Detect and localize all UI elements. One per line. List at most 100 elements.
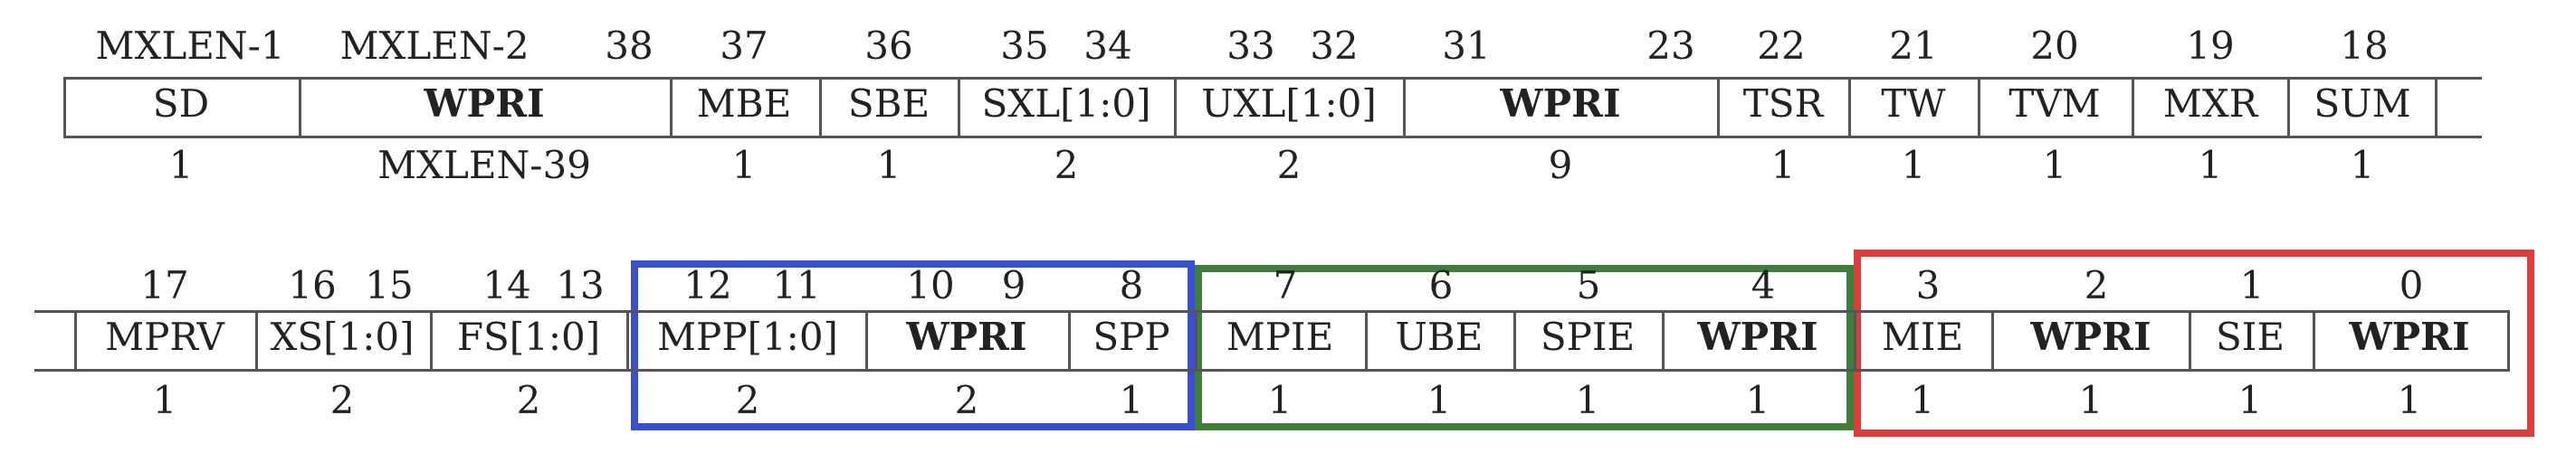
row1-divider [63, 77, 66, 138]
highlight-box-blue [631, 260, 1195, 430]
row2-bit-label: 11 [772, 263, 821, 307]
row2-bit-label: 13 [556, 263, 605, 307]
field-sbe: SBE [847, 81, 930, 126]
row2-bit-label: 12 [683, 263, 732, 307]
row2-divider [2189, 310, 2191, 372]
row1-width-label: 1 [876, 143, 902, 187]
row2-width-label: 2 [735, 378, 760, 422]
field-sd: SD [152, 81, 210, 126]
row1-bit-label: 35 [1000, 24, 1049, 68]
field-wpri: WPRI [1697, 315, 1818, 359]
field-wpri: WPRI [906, 315, 1027, 359]
highlight-box-red [1854, 250, 2534, 437]
row1-divider [1978, 77, 1980, 138]
row2-bit-label: 8 [1119, 263, 1144, 307]
row2-bit-label: 4 [1751, 263, 1776, 307]
row2-divider [626, 310, 629, 372]
row2-width-label: 1 [152, 378, 177, 422]
row1-bit-label: 20 [2030, 24, 2079, 68]
row2-top-line [34, 310, 2509, 313]
row1-bit-label: MXLEN-1 [95, 24, 285, 68]
row2-bit-label: 2 [2084, 263, 2109, 307]
row1-bit-label: 34 [1083, 24, 1132, 68]
row2-bit-label: 16 [288, 263, 337, 307]
field-fs: FS[1:0] [456, 315, 601, 359]
row2-bottom-line [34, 369, 2509, 372]
field-sum: SUM [2314, 81, 2411, 126]
row1-width-label: 1 [1770, 143, 1796, 187]
row2-divider [1662, 310, 1665, 372]
row2-width-label: 1 [1575, 378, 1600, 422]
row2-width-label: 1 [1426, 378, 1452, 422]
field-ube: UBE [1395, 315, 1484, 359]
row1-width-label: 2 [1054, 143, 1079, 187]
row2-divider [1513, 310, 1516, 372]
row2-bit-label: 0 [2399, 263, 2424, 307]
row2-divider [2313, 310, 2315, 372]
row1-bit-label: 37 [720, 24, 768, 68]
row2-width-label: 1 [1745, 378, 1770, 422]
field-spp: SPP [1092, 315, 1170, 359]
row1-top-line [63, 77, 2482, 80]
row2-divider [430, 310, 433, 372]
field-wpri: WPRI [424, 81, 545, 126]
row2-divider [74, 310, 77, 372]
row2-width-label: 1 [2237, 378, 2263, 422]
row1-divider [2287, 77, 2290, 138]
row2-width-label: 1 [1267, 378, 1293, 422]
row2-width-label: 1 [1910, 378, 1935, 422]
row1-bit-label: 31 [1442, 24, 1491, 68]
row1-divider [670, 77, 673, 138]
row1-bit-label: 18 [2340, 24, 2389, 68]
row2-bit-label: 5 [1576, 263, 1601, 307]
row2-bit-label: 6 [1428, 263, 1454, 307]
row1-bit-label: 23 [1646, 24, 1695, 68]
field-mpp: MPP[1:0] [657, 315, 838, 359]
row1-bit-label: 36 [864, 24, 913, 68]
row2-bit-label: 14 [482, 263, 531, 307]
row1-divider [2132, 77, 2134, 138]
field-mbe: MBE [696, 81, 792, 126]
row2-width-label: 1 [2397, 378, 2422, 422]
row1-width-label: 1 [1901, 143, 1926, 187]
row1-bit-label: 38 [605, 24, 654, 68]
row2-bit-label: 3 [1915, 263, 1941, 307]
field-wpri: WPRI [2349, 315, 2470, 359]
row1-width-label: 1 [731, 143, 757, 187]
row1-width-label: 1 [2350, 143, 2375, 187]
field-wpri: WPRI [2030, 315, 2151, 359]
row1-bit-label: 21 [1889, 24, 1938, 68]
row1-divider [299, 77, 301, 138]
row1-width-label: 2 [1276, 143, 1302, 187]
row2-width-label: 1 [1119, 378, 1144, 422]
field-sxl: SXL[1:0] [981, 81, 1151, 126]
row1-divider [1403, 77, 1406, 138]
row2-divider [1854, 310, 1856, 372]
row1-width-label: MXLEN-39 [377, 143, 591, 187]
row1-divider [1174, 77, 1177, 138]
row1-bit-label: 33 [1226, 24, 1275, 68]
field-mprv: MPRV [105, 315, 224, 359]
field-mie: MIE [1881, 315, 1964, 359]
row2-bit-label: 9 [1001, 263, 1026, 307]
row2-bit-label: 15 [365, 263, 414, 307]
row2-divider [1365, 310, 1368, 372]
row2-divider [255, 310, 258, 372]
row1-width-label: 1 [2042, 143, 2067, 187]
highlight-box-green [1195, 265, 1854, 430]
row1-divider [2435, 77, 2438, 138]
field-uxl: UXL[1:0] [1201, 81, 1377, 126]
row1-bit-label: 22 [1757, 24, 1806, 68]
row1-divider [1848, 77, 1851, 138]
row1-bit-label: 32 [1310, 24, 1359, 68]
row1-bit-label: 19 [2186, 24, 2235, 68]
row2-divider [2507, 310, 2510, 372]
row2-width-label: 2 [329, 378, 355, 422]
row1-bit-label: MXLEN-2 [339, 24, 530, 68]
field-tvm: TVM [2008, 81, 2101, 126]
row1-divider [1717, 77, 1720, 138]
row1-width-label: 9 [1548, 143, 1573, 187]
row2-divider [1068, 310, 1071, 372]
row2-divider [1991, 310, 1994, 372]
row1-bottom-line [63, 136, 2482, 138]
